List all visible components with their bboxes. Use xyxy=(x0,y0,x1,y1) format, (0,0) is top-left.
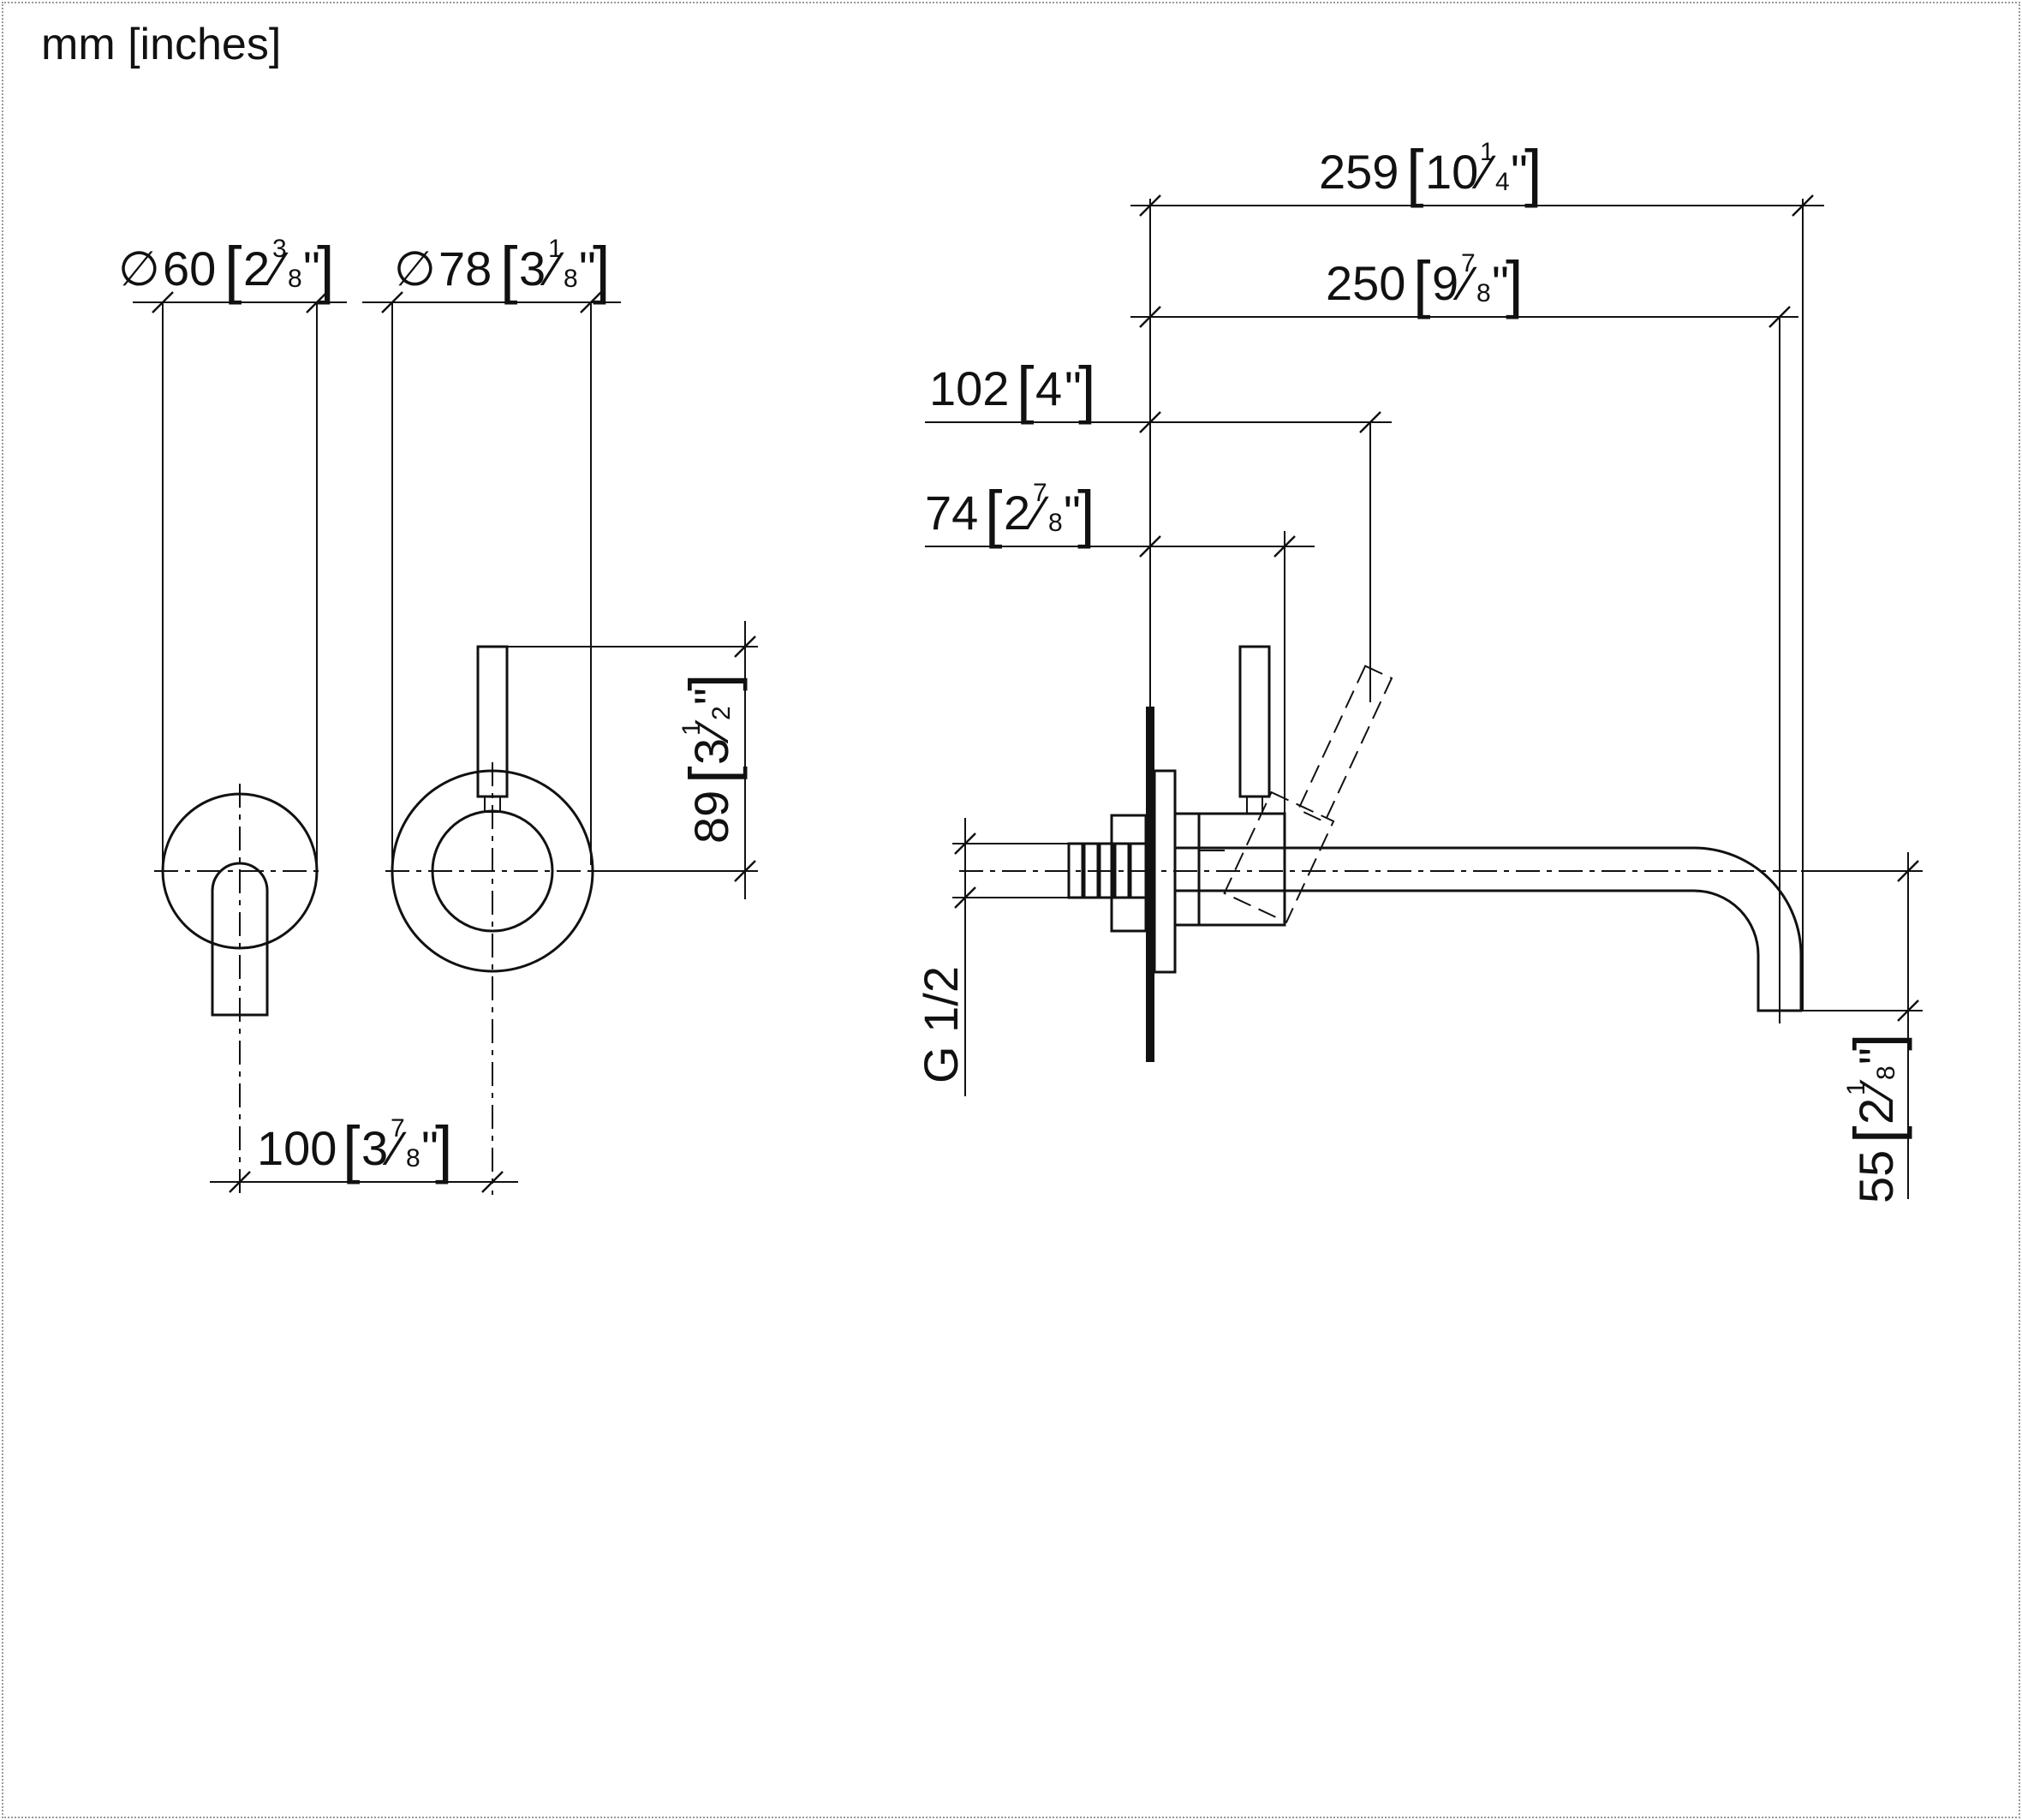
dim-spout-diameter-inch-den: 8 xyxy=(288,265,302,293)
dim-overall-length-inch-whole: 10 xyxy=(1425,145,1478,199)
dim-spout-length-inch-mark: " xyxy=(1492,256,1509,310)
dim-lever-swing: 102 [ 4 " ] xyxy=(925,354,1392,702)
dim-lever-offset-inch-whole: 2 xyxy=(1004,486,1030,540)
dim-lever-height-inch-whole: 3 xyxy=(684,738,738,765)
side-view xyxy=(959,317,1923,1062)
dim-lever-height-mm: 89 xyxy=(684,791,738,844)
bracket-close: ] xyxy=(593,234,611,305)
dim-thread-label: G 1/2 xyxy=(914,966,968,1083)
front-view-handle xyxy=(385,645,599,1195)
dim-lever-offset-inch-mark: " xyxy=(1064,486,1081,540)
dim-lever-swing-inch-whole: 4 xyxy=(1035,361,1062,415)
bracket-open: [ xyxy=(1413,248,1431,319)
dim-handle-diameter-mm: 78 xyxy=(438,242,492,295)
dim-lever-offset-inch-num: 7 xyxy=(1033,479,1047,507)
dim-lever-offset-inch-den: 8 xyxy=(1048,509,1063,537)
spout-tube xyxy=(1175,846,1803,1012)
dim-handle-diameter-inch-den: 8 xyxy=(564,265,578,293)
dim-lever-swing-mm: 102 xyxy=(929,361,1009,415)
dim-handle-diameter-inch-whole: 3 xyxy=(519,242,546,295)
dim-spout-diameter-inch-num: 3 xyxy=(272,235,287,263)
dim-spacing-mm: 100 xyxy=(257,1121,337,1175)
front-view-spout xyxy=(154,784,325,1195)
bracket-open: [ xyxy=(1017,354,1035,425)
bracket-close: ] xyxy=(317,234,335,305)
valve-housing xyxy=(1197,812,1286,927)
bracket-close: ] xyxy=(1524,137,1542,208)
dim-spout-length-mm: 250 xyxy=(1326,256,1405,310)
dim-spout-drop-inch-den: 8 xyxy=(1872,1065,1900,1080)
side-lever xyxy=(1238,645,1271,798)
dim-spacing: 100 [ 3 7 ⁄ 8 " ] xyxy=(210,1113,518,1194)
units-label: mm [inches] xyxy=(41,20,282,69)
dim-lever-swing-inch-mark: " xyxy=(1065,361,1082,415)
dim-handle-diameter-inch-num: 1 xyxy=(548,235,563,263)
dim-overall-length-inch-den: 4 xyxy=(1495,168,1510,196)
dim-spout-diameter-inch-mark: " xyxy=(303,242,320,295)
bracket-open: [ xyxy=(224,234,242,305)
dim-spacing-inch-mark: " xyxy=(421,1121,438,1175)
bracket-open: [ xyxy=(677,766,748,784)
dim-spout-drop-inch-num: 1 xyxy=(1842,1081,1870,1095)
bracket-open: [ xyxy=(1841,1125,1912,1143)
dim-lever-height-inch-num: 1 xyxy=(677,721,706,736)
dim-spout-drop-inch-whole: 2 xyxy=(1849,1098,1903,1125)
dim-thread: G 1/2 xyxy=(914,818,1069,1096)
wall-plate xyxy=(1146,707,1154,1062)
dim-lever-height-inch-mark: " xyxy=(684,688,738,705)
dim-spout-length-inch-num: 7 xyxy=(1461,249,1476,277)
dim-spout-drop-inch-mark: " xyxy=(1849,1047,1903,1065)
bracket-open: [ xyxy=(500,234,518,305)
valve-collar xyxy=(1173,812,1201,927)
dim-spout-diameter-symbol: ∅ xyxy=(118,242,160,295)
dim-lever-height: 89 [ 3 1 ⁄ 2 " ] xyxy=(507,621,758,899)
dim-lever-offset: 74 [ 2 7 ⁄ 8 " ] xyxy=(925,478,1315,814)
dim-lever-offset-mm: 74 xyxy=(925,486,978,540)
bracket-close: ] xyxy=(1078,354,1096,425)
bracket-close: ] xyxy=(435,1113,453,1184)
dim-overall-length-inch-num: 1 xyxy=(1480,138,1494,166)
dim-spout-diameter-inch-whole: 2 xyxy=(243,242,270,295)
bracket-close: ] xyxy=(1506,248,1524,319)
dim-spacing-inch-den: 8 xyxy=(406,1144,421,1173)
dim-handle-diameter-inch-mark: " xyxy=(579,242,596,295)
dim-spout-diameter: ∅ 60 [ 2 3 ⁄ 8 " ] xyxy=(118,234,347,865)
dim-overall-length-mm: 259 xyxy=(1319,145,1399,199)
dim-spout-length-inch-whole: 9 xyxy=(1432,256,1458,310)
dim-spacing-inch-num: 7 xyxy=(391,1114,405,1143)
bracket-close: ] xyxy=(677,673,748,691)
bracket-close: ] xyxy=(1077,478,1095,549)
dim-handle-diameter-symbol: ∅ xyxy=(394,242,436,295)
dim-spout-drop-mm: 55 xyxy=(1849,1150,1903,1203)
bracket-open: [ xyxy=(985,478,1003,549)
bracket-close: ] xyxy=(1841,1033,1912,1051)
spout-profile xyxy=(211,862,269,1017)
dim-spacing-inch-whole: 3 xyxy=(361,1121,388,1175)
bracket-open: [ xyxy=(343,1113,361,1184)
dim-spout-length: 250 [ 9 7 ⁄ 8 " ] xyxy=(1130,248,1798,329)
dim-spout-drop: 55 [ 2 1 ⁄ 8 " ] xyxy=(1801,852,1923,1203)
lever-swing-ghost xyxy=(1223,665,1393,924)
dim-handle-diameter: ∅ 78 [ 3 1 ⁄ 8 " ] xyxy=(362,234,621,865)
dim-overall-length-inch-mark: " xyxy=(1511,145,1528,199)
side-lever-stem xyxy=(1246,796,1263,815)
dim-overall-length: 259 [ 10 1 ⁄ 4 " ] xyxy=(1130,137,1824,1011)
dim-lever-height-inch-den: 2 xyxy=(707,706,736,720)
bracket-open: [ xyxy=(1406,137,1424,208)
dim-spout-diameter-mm: 60 xyxy=(163,242,216,295)
dim-spout-length-inch-den: 8 xyxy=(1476,279,1491,307)
